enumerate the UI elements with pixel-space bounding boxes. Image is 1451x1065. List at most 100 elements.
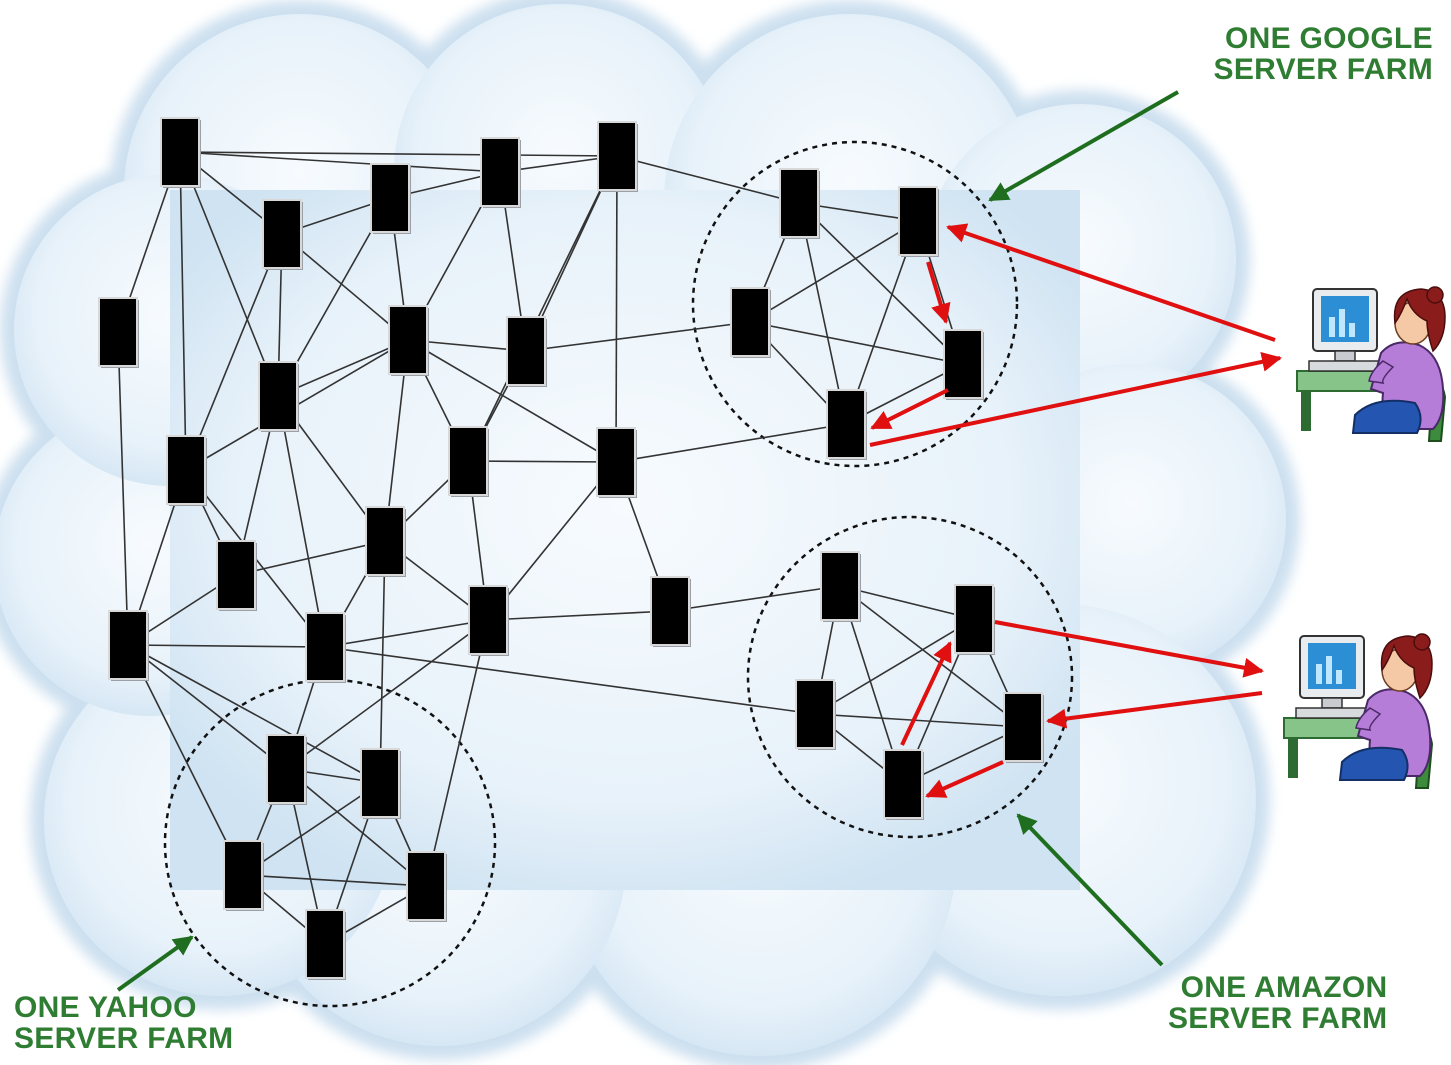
server-icon [305,909,346,980]
server-icon [365,506,406,577]
network-link [615,155,618,463]
network-link [525,321,751,352]
request-arrow [926,261,951,324]
network-link [179,151,618,157]
server-icon [305,612,346,683]
network-link [235,540,386,576]
yahoo-label-line2: SERVER FARM [14,1022,234,1055]
network-link [117,331,129,646]
network-link [179,151,187,471]
network-link [179,151,279,397]
request-arrows [869,223,1282,798]
amazon-farm-boundary [746,515,1074,839]
network-link [615,423,847,463]
server-icon [954,584,995,655]
network-link [798,202,964,365]
server-icon [898,186,939,257]
request-arrow [900,641,952,746]
network-link [798,202,847,425]
network-link [127,644,244,876]
server-icon [650,576,691,647]
server-icon [1003,692,1044,763]
network-link [425,619,489,887]
request-arrow [869,351,1282,447]
server-icon [216,540,257,611]
server-icon [166,435,207,506]
network-link [185,233,283,471]
user-at-computer-icon [1296,286,1447,442]
server-icon [160,117,201,188]
network-link [669,585,841,612]
server-icon [506,316,547,387]
request-arrow [946,223,1276,342]
request-arrow [870,388,949,430]
server-icon [795,679,836,750]
request-arrow [1046,691,1263,729]
server-icon [779,168,820,239]
network-link [467,155,618,462]
network-link [487,461,617,621]
request-arrow [994,620,1264,678]
network-link [839,585,975,620]
google-farm-boundary [691,140,1019,468]
server-icon [480,137,521,208]
server-icon [826,389,867,460]
amazon-label-line2: SERVER FARM [1168,1002,1388,1035]
server-icon [597,121,638,192]
network-link [127,644,326,648]
server-icon [108,610,149,681]
network-link [839,585,1024,728]
network-link [127,644,287,770]
server-icon [468,585,509,656]
network-link [179,151,501,173]
server-icon [388,305,429,376]
server-icon [730,287,771,358]
network-link [467,460,617,463]
network-link [749,220,919,323]
cloud [0,0,1300,1065]
server-icon [223,840,264,911]
network-link [242,874,427,887]
google-farm-label: ONE GOOGLE SERVER FARM [1214,23,1433,85]
yahoo-label-line1: ONE YAHOO [14,991,197,1024]
amazon-pointer-arrow [1016,813,1164,967]
network-link [487,610,671,621]
server-icon [448,426,489,497]
network-link [379,540,386,784]
network-link [749,321,964,365]
server-icon [883,749,924,820]
server-icon [943,329,984,400]
network-link [814,618,975,715]
network-link [285,619,489,770]
server-icon [596,427,637,498]
google-pointer-arrow [988,90,1179,202]
amazon-farm-label: ONE AMAZON SERVER FARM [1168,972,1387,1034]
server-icon [266,734,307,805]
server-icon [98,297,139,368]
server-icon [406,851,447,922]
network-link [127,644,381,784]
network-link [285,768,427,887]
server-icon [258,361,299,432]
network-link [242,782,381,876]
google-label-line2: SERVER FARM [1213,53,1433,86]
server-icon [820,551,861,622]
server-icon [360,748,401,819]
yahoo-pointer-arrow [116,935,194,992]
network-link [616,155,800,204]
request-arrow [925,760,1004,798]
server-icon [370,163,411,234]
network-link [277,339,409,397]
yahoo-farm-label: ONE YAHOO SERVER FARM [14,992,233,1054]
pointer-arrows [116,90,1179,992]
network-link [814,713,1024,728]
servers [98,117,1044,980]
google-label-line1: ONE GOOGLE [1224,22,1433,55]
network-link [407,339,617,463]
amazon-label-line1: ONE AMAZON [1180,971,1388,1004]
network-link [324,646,816,715]
network-link [324,619,489,648]
network-link [277,395,326,648]
user-at-computer-icon [1283,633,1434,789]
